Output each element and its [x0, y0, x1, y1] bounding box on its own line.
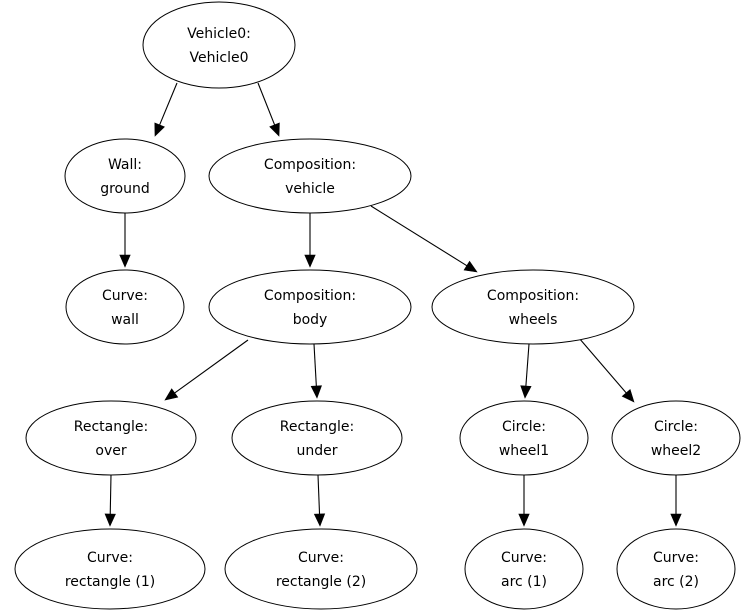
node-label-type: Composition:	[264, 288, 356, 304]
nodes-layer: Vehicle0:Vehicle0Wall:groundComposition:…	[14, 1, 741, 610]
arrowhead-icon	[154, 122, 165, 137]
edge-shaft	[370, 205, 468, 267]
edge-wheel1-to-arc1	[518, 475, 530, 527]
edge-shaft	[257, 82, 276, 126]
edge-wheels-to-wheel1	[520, 343, 532, 399]
node-shape[interactable]	[224, 528, 418, 610]
arrowhead-icon	[269, 122, 280, 137]
arrowhead-icon	[313, 513, 326, 527]
node-label-name: Vehicle0	[190, 50, 249, 66]
edge-wheels-to-wheel2	[578, 337, 635, 403]
arrowhead-icon	[310, 385, 322, 399]
node-shape[interactable]	[464, 528, 584, 610]
edge-vehicle0-to-vehicle	[257, 82, 280, 137]
edges-layer	[104, 82, 682, 527]
node-label-name: wall	[111, 312, 139, 328]
node-curvewall[interactable]: Curve: wall	[65, 269, 185, 345]
edge-vehicle-to-body	[304, 213, 316, 268]
edge-shaft	[313, 343, 317, 387]
node-shape[interactable]	[431, 269, 635, 345]
node-label-type: Curve:	[298, 550, 344, 566]
node-shape[interactable]	[459, 400, 589, 476]
node-wheels[interactable]: Composition: wheels	[431, 269, 635, 345]
node-shape[interactable]	[65, 269, 185, 345]
node-label-name: wheel1	[499, 443, 549, 459]
node-wheel2[interactable]: Circle: wheel2	[611, 400, 741, 476]
node-shape[interactable]	[616, 528, 736, 610]
edge-shaft	[109, 474, 112, 515]
node-body[interactable]: Composition: body	[208, 269, 412, 345]
node-shape[interactable]	[64, 138, 186, 214]
edge-vehicle-to-wheels	[370, 205, 478, 273]
node-label-type: Rectangle:	[74, 419, 148, 435]
edge-under-to-rect2	[313, 474, 326, 527]
node-label-name: wheels	[509, 312, 558, 328]
node-under[interactable]: Rectangle: under	[231, 400, 403, 476]
node-label-name: wheel2	[651, 443, 701, 459]
arrowhead-icon	[104, 513, 116, 527]
node-shape[interactable]	[14, 528, 206, 610]
node-shape[interactable]	[25, 400, 197, 476]
arrowhead-icon	[520, 385, 532, 399]
node-arc1[interactable]: Curve: arc (1)	[464, 528, 584, 610]
node-label-type: Composition:	[487, 288, 579, 304]
node-rect2[interactable]: Curve: rectangle (2)	[224, 528, 418, 610]
edge-shaft	[317, 474, 321, 515]
node-shape[interactable]	[611, 400, 741, 476]
arrowhead-icon	[119, 254, 131, 268]
arrowhead-icon	[518, 513, 530, 527]
node-label-type: Rectangle:	[280, 419, 354, 435]
node-label-type: Curve:	[87, 550, 133, 566]
node-vehicle[interactable]: Composition: vehicle	[208, 138, 412, 214]
node-over[interactable]: Rectangle: over	[25, 400, 197, 476]
edge-over-to-rect1	[104, 474, 116, 527]
edge-wheel2-to-arc2	[670, 475, 682, 527]
node-label-name: arc (2)	[653, 574, 699, 590]
arrowhead-icon	[304, 254, 316, 268]
node-label-type: Curve:	[102, 288, 148, 304]
node-label-type: Curve:	[501, 550, 547, 566]
node-label-type: Composition:	[264, 157, 356, 173]
node-label-type: Circle:	[502, 419, 546, 435]
node-label-name: under	[296, 443, 337, 459]
node-shape[interactable]	[142, 1, 296, 89]
edge-shaft	[159, 82, 178, 126]
edge-wall-to-curvewall	[119, 213, 131, 268]
edge-vehicle0-to-wall	[154, 82, 178, 137]
node-label-name: rectangle (1)	[65, 574, 155, 590]
arrowhead-icon	[621, 388, 635, 403]
arrowhead-icon	[164, 388, 179, 401]
node-label-name: arc (1)	[501, 574, 547, 590]
node-wall[interactable]: Wall: ground	[64, 138, 186, 214]
node-label-name: ground	[100, 181, 150, 197]
node-label-type: Vehicle0:	[187, 26, 251, 42]
node-shape[interactable]	[208, 269, 412, 345]
node-shape[interactable]	[208, 138, 412, 214]
edge-shaft	[578, 337, 627, 394]
node-rect1[interactable]: Curve: rectangle (1)	[14, 528, 206, 610]
node-label-name: over	[95, 443, 126, 459]
node-label-name: rectangle (2)	[276, 574, 366, 590]
arrowhead-icon	[670, 513, 682, 527]
node-label-type: Wall:	[108, 157, 142, 173]
node-label-type: Curve:	[653, 550, 699, 566]
edge-body-to-under	[310, 343, 322, 399]
node-wheel1[interactable]: Circle: wheel1	[459, 400, 589, 476]
node-vehicle0[interactable]: Vehicle0: Vehicle0	[142, 1, 296, 89]
edge-shaft	[174, 339, 249, 394]
node-label-type: Circle:	[654, 419, 698, 435]
node-label-name: body	[293, 312, 328, 328]
edge-body-to-over	[164, 339, 249, 401]
edge-shaft	[525, 343, 530, 387]
node-label-name: vehicle	[285, 181, 335, 197]
node-arc2[interactable]: Curve: arc (2)	[616, 528, 736, 610]
node-shape[interactable]	[231, 400, 403, 476]
arrowhead-icon	[463, 260, 478, 273]
